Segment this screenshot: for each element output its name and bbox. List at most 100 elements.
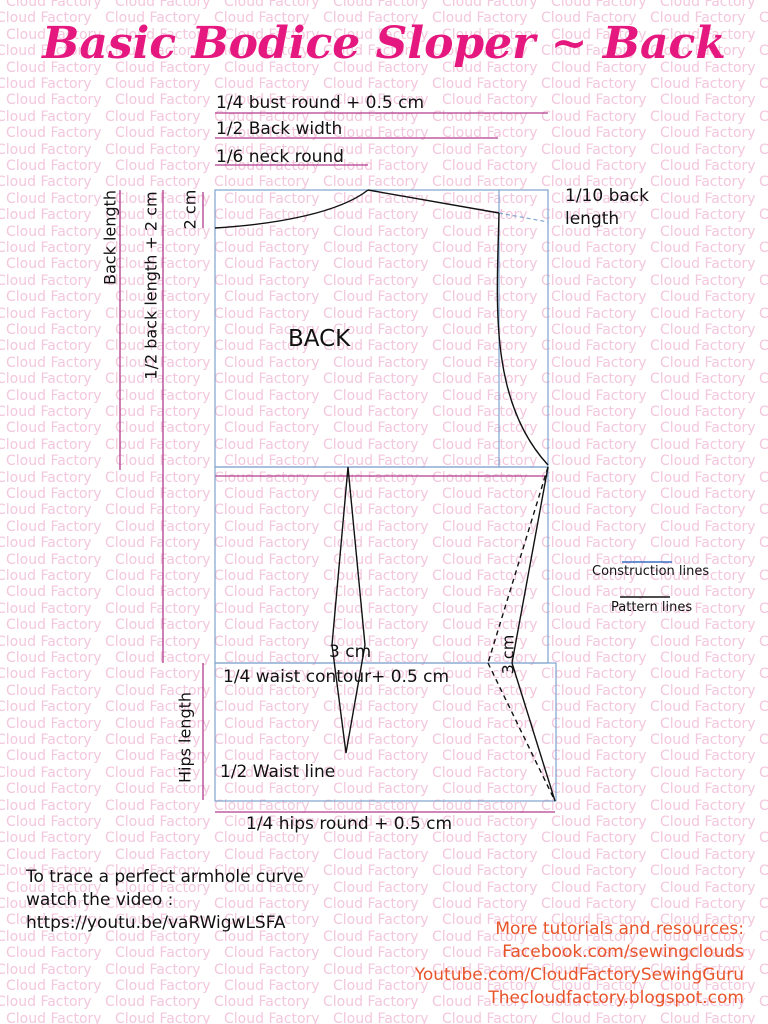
- watermark-text: Cloud Factory: [333, 289, 429, 306]
- youtube-link[interactable]: Youtube.com/CloudFactorySewingGuru: [414, 965, 744, 985]
- watermark-text: Cloud Factory: [650, 436, 746, 453]
- watermark-text: Cloud Factory: [333, 748, 429, 765]
- watermark-text: Cloud Factory: [0, 797, 92, 814]
- watermark-text: Cloud Factory: [442, 978, 538, 994]
- watermark-text: Cloud Factory: [333, 0, 429, 10]
- watermark-text: Cloud Factory: [442, 387, 538, 404]
- watermark-text: Cloud Factory: [333, 453, 429, 470]
- watermark-text: Cloud Factory: [660, 781, 756, 798]
- watermark-text: Cloud Factory: [432, 994, 528, 1011]
- watermark-text: Cloud Factory: [323, 436, 419, 453]
- watermark-text: Cloud Factory: [551, 322, 647, 338]
- watermark-text: Cloud Factory: [0, 10, 92, 27]
- watermark-text: Cloud Factory: [541, 666, 637, 683]
- watermark-text: Cloud Factory: [115, 26, 211, 43]
- watermark-text: Cloud Factory: [432, 600, 528, 617]
- watermark-text: Cloud Factory: [6, 420, 102, 437]
- watermark-text: Cloud Factory: [214, 830, 310, 847]
- watermark-text: Cloud Factory: [214, 469, 310, 486]
- watermark-text: Cloud Factory: [759, 207, 768, 224]
- watermark-text: Cloud Factory: [6, 912, 102, 929]
- watermark-text: Cloud Factory: [541, 305, 637, 322]
- watermark-text: Cloud Factory: [224, 551, 320, 568]
- watermark-text: Cloud Factory: [541, 863, 637, 880]
- watermark-text: Cloud Factory: [759, 469, 768, 486]
- watermark-text: Cloud Factory: [660, 814, 756, 830]
- watermark-text: Cloud Factory: [660, 486, 756, 502]
- watermark-text: Cloud Factory: [650, 568, 746, 584]
- watermark-text: Cloud Factory: [6, 682, 102, 699]
- watermark-text: Cloud Factory: [541, 961, 637, 978]
- watermark-text: Cloud Factory: [105, 797, 201, 814]
- watermark-text: Cloud Factory: [0, 207, 92, 224]
- watermark-text: Cloud Factory: [541, 699, 637, 716]
- watermark-text: Cloud Factory: [442, 748, 538, 765]
- measurement-lines: [119, 112, 555, 813]
- watermark-text: Cloud Factory: [650, 928, 746, 945]
- watermark-text: Cloud Factory: [214, 272, 310, 289]
- back-length-label: Back length: [100, 190, 120, 285]
- watermark-text: Cloud Factory: [541, 469, 637, 486]
- watermark-text: Cloud Factory: [759, 240, 768, 256]
- watermark-text: Cloud Factory: [224, 322, 320, 338]
- watermark-text: Cloud Factory: [759, 961, 768, 978]
- watermark-text: Cloud Factory: [759, 502, 768, 519]
- watermark-text: Cloud Factory: [551, 879, 647, 896]
- note-line-1: To trace a perfect armhole curve: [26, 867, 304, 887]
- watermark-text: Cloud Factory: [442, 158, 538, 174]
- watermark-text: Cloud Factory: [224, 912, 320, 929]
- watermark-text: Cloud Factory: [660, 846, 756, 863]
- watermark-text: Cloud Factory: [115, 125, 211, 142]
- watermark-text: Cloud Factory: [6, 289, 102, 306]
- watermark-text: Cloud Factory: [432, 305, 528, 322]
- watermark-text: Cloud Factory: [650, 502, 746, 519]
- watermark-text: Cloud Factory: [214, 633, 310, 650]
- page-title: Basic Bodice Sloper ~ Back: [42, 18, 726, 69]
- watermark-text: Cloud Factory: [660, 420, 756, 437]
- watermark-text: Cloud Factory: [650, 994, 746, 1011]
- watermark-text: Cloud Factory: [759, 896, 768, 912]
- watermark-text: Cloud Factory: [224, 879, 320, 896]
- watermark-text: Cloud Factory: [105, 43, 201, 60]
- watermark-text: Cloud Factory: [115, 978, 211, 994]
- watermark-text: Cloud Factory: [224, 92, 320, 109]
- watermark-text: Cloud Factory: [0, 568, 92, 584]
- watermark-text: Cloud Factory: [333, 256, 429, 273]
- watermark-text: Cloud Factory: [551, 125, 647, 142]
- watermark-text: Cloud Factory: [442, 0, 538, 10]
- watermark-text: Cloud Factory: [541, 928, 637, 945]
- watermark-text: Cloud Factory: [551, 59, 647, 76]
- watermark-text: Cloud Factory: [551, 26, 647, 43]
- watermark-text: Cloud Factory: [660, 125, 756, 142]
- watermark-text: Cloud Factory: [442, 190, 538, 207]
- watermark-text: Cloud Factory: [551, 748, 647, 765]
- watermark-text: Cloud Factory: [551, 1010, 647, 1024]
- watermark-text: Cloud Factory: [333, 978, 429, 994]
- watermark-text: Cloud Factory: [224, 682, 320, 699]
- watermark-text: Cloud Factory: [214, 338, 310, 355]
- watermark-text: Cloud Factory: [432, 502, 528, 519]
- watermark-text: Cloud Factory: [224, 1010, 320, 1024]
- watermark-text: Cloud Factory: [224, 223, 320, 240]
- watermark-text: Cloud Factory: [0, 436, 92, 453]
- watermark-text: Cloud Factory: [323, 240, 419, 256]
- watermark-text: Cloud Factory: [115, 158, 211, 174]
- watermark-text: Cloud Factory: [6, 26, 102, 43]
- watermark-text: Cloud Factory: [432, 666, 528, 683]
- watermark-text: Cloud Factory: [323, 896, 419, 912]
- waist-contour-label: 1/4 waist contour+ 0.5 cm: [223, 667, 450, 687]
- watermark-text: Cloud Factory: [759, 436, 768, 453]
- watermark-text: Cloud Factory: [759, 338, 768, 355]
- watermark-text: Cloud Factory: [759, 43, 768, 60]
- video-link[interactable]: https://youtu.be/vaRWigwLSFA: [26, 913, 286, 933]
- blog-link[interactable]: Thecloudfactory.blogspot.com: [488, 988, 744, 1008]
- watermark-text: Cloud Factory: [759, 830, 768, 847]
- watermark-text: Cloud Factory: [0, 174, 92, 191]
- watermark-text: Cloud Factory: [6, 387, 102, 404]
- watermark-text: Cloud Factory: [323, 10, 419, 27]
- watermark-text: Cloud Factory: [759, 764, 768, 781]
- facebook-link[interactable]: Facebook.com/sewingclouds: [502, 942, 744, 962]
- watermark-text: Cloud Factory: [323, 502, 419, 519]
- watermark-text: Cloud Factory: [759, 928, 768, 945]
